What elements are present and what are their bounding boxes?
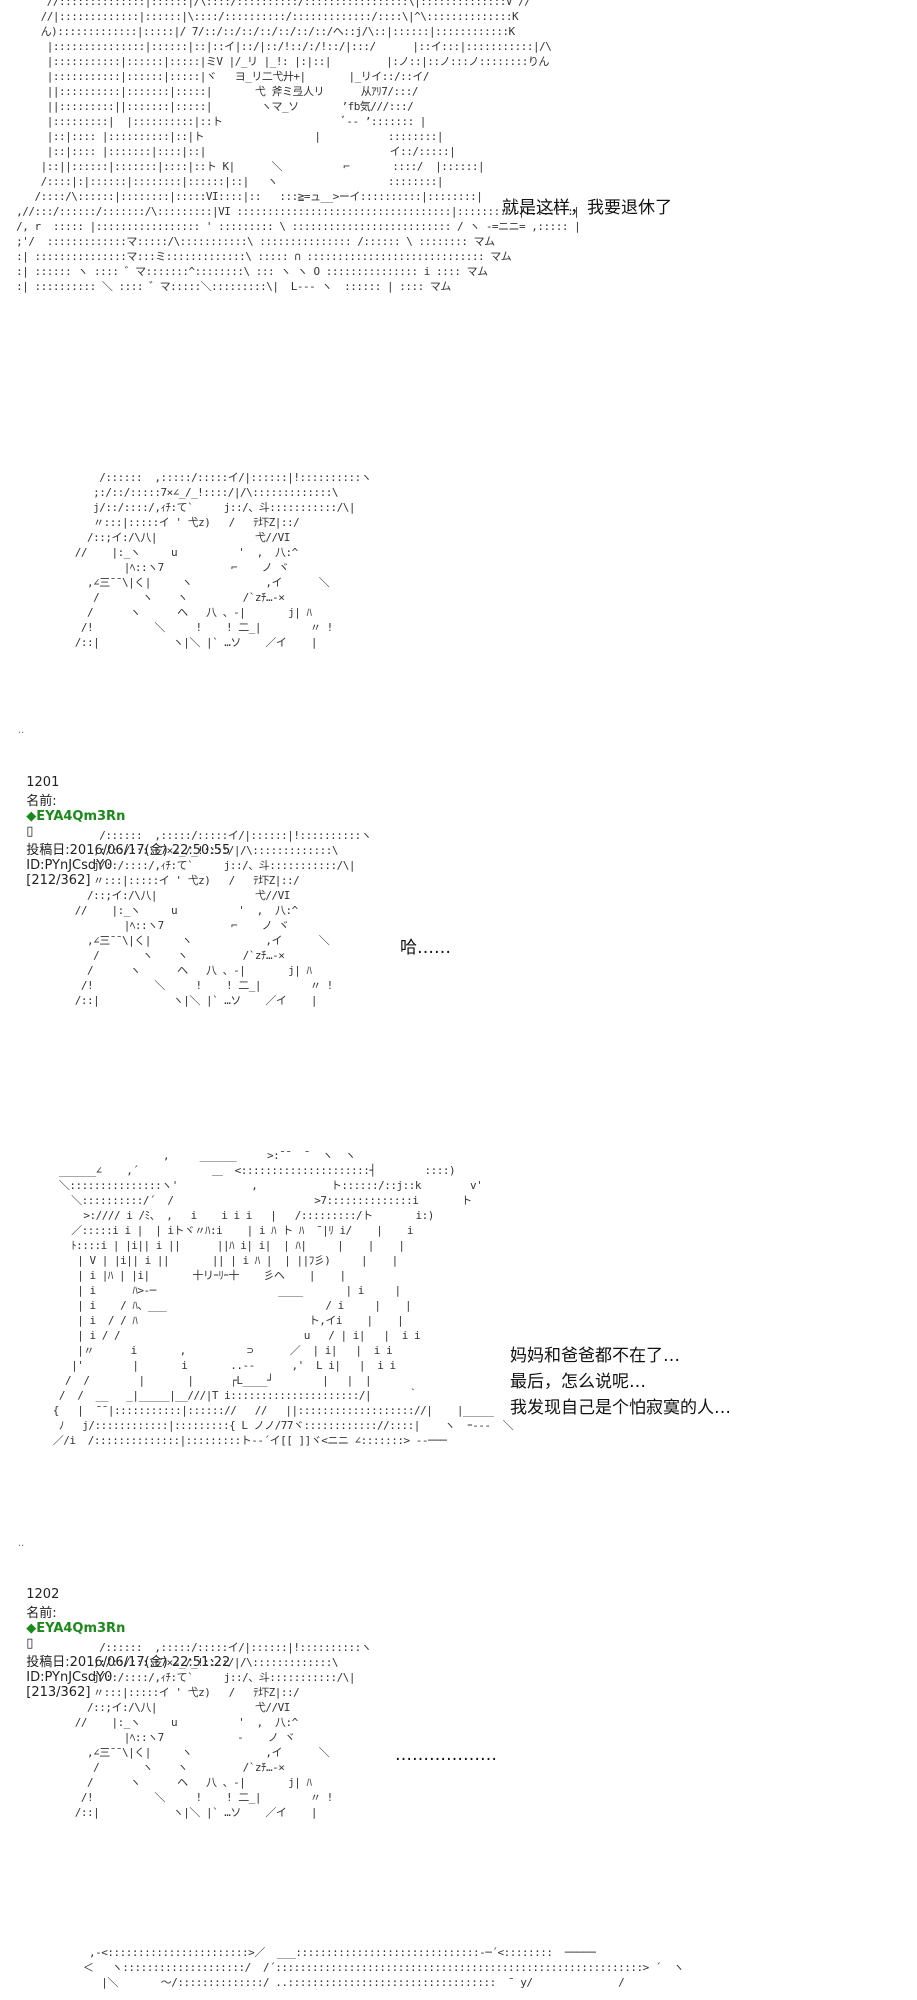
ascii-art-post-1201: /:::::: ,:::::/:::::イ/|::::::|!:::::::::… [74,829,372,1007]
date-label: 投稿日: [26,1655,70,1670]
post-counter: [212/362] [26,873,91,888]
mail-icon[interactable]: ▯ [26,1636,34,1651]
post-header-1201: 1201 名前: ◆EYA4Qm3Rn ▯ 投稿日:2016/06/17(金) … [18,760,230,888]
tripcode-link[interactable]: ◆EYA4Qm3Rn [26,809,126,824]
post-datetime: 2016/06/17(金) 22:51:22 [69,1655,231,1670]
name-label: 名前: [26,1606,57,1621]
tripcode-link[interactable]: ◆EYA4Qm3Rn [26,1621,126,1636]
date-label: 投稿日: [26,843,70,858]
ascii-art-post-1202: /:::::: ,:::::/:::::イ/|::::::|!:::::::::… [74,1641,372,1819]
post-datetime: 2016/06/17(金) 22:50:55 [69,843,231,858]
mail-icon[interactable]: ▯ [26,824,34,839]
separator: .. [18,725,25,736]
ascii-art-post-d: ,-<:::::::::::::::::::::::>／ ___::::::::… [82,1946,684,1989]
ascii-art-post-b: /:::::: ,:::::/:::::イ/|::::::|!:::::::::… [74,471,372,649]
post-id: ID:PYnJCsdY0 [26,858,113,873]
separator: .. [18,1538,25,1549]
post-counter: [213/362] [26,1685,91,1700]
dialog-text-post-1202: ……………… [395,1745,497,1765]
post-id: ID:PYnJCsdY0 [26,1670,113,1685]
post-number: 1202 [26,1587,60,1602]
name-label: 名前: [26,794,57,809]
dialog-text-post-c: 妈妈和爸爸都不在了… 最后，怎么说呢… 我发现自己是个怕寂寞的人… [510,1346,731,1418]
post-header-1202: 1202 名前: ◆EYA4Qm3Rn ▯ 投稿日:2016/06/17(金) … [18,1572,230,1700]
post-number: 1201 [26,775,60,790]
dialog-text-post-a: 就是这样，我要退休了 [502,198,672,218]
dialog-text-post-1201: 哈…… [400,938,451,958]
ascii-art-post-a: //::::::::::::::|::::::|/\::::/:::::::::… [16,0,581,293]
ascii-art-post-c: , ______ >:¯¯ ¯ ヽ ヽ ______∠ ,´ ＿ <::::::… [52,1149,514,1447]
